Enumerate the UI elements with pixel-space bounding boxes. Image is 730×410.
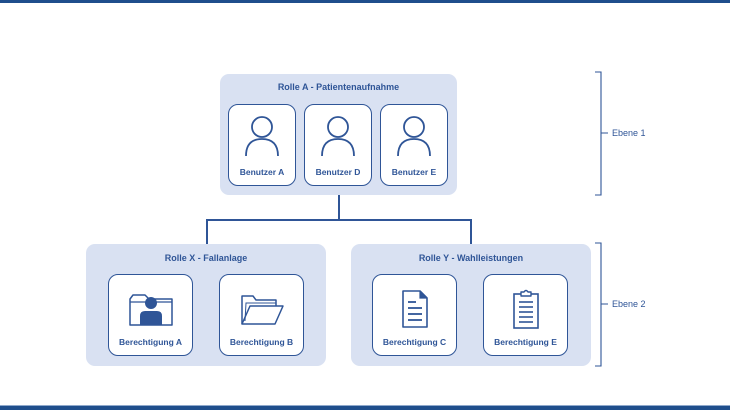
connector-line <box>470 219 472 244</box>
connector-line <box>206 219 208 244</box>
user-label: Benutzer A <box>239 167 285 177</box>
bottom-frame-highlight <box>0 405 730 406</box>
connector-line <box>206 219 471 221</box>
user-icon <box>245 116 279 157</box>
user-card: Benutzer E <box>380 104 448 186</box>
permission-card: Berechtigung B <box>219 274 304 356</box>
user-card: Benutzer A <box>228 104 296 186</box>
level-1-bracket <box>595 71 608 196</box>
permission-label: Berechtigung E <box>494 337 557 347</box>
role-x-title: Rolle X - Fallanlage <box>164 253 248 263</box>
level-2-bracket <box>595 242 608 367</box>
connector-line <box>338 195 340 219</box>
document-icon <box>401 290 428 328</box>
level-1-label: Ebene 1 <box>612 128 646 138</box>
permission-card: Berechtigung C <box>372 274 457 356</box>
user-folder-icon <box>128 294 173 326</box>
user-label: Benutzer D <box>315 167 361 177</box>
level-2-label: Ebene 2 <box>612 299 646 309</box>
user-icon <box>397 116 431 157</box>
user-label: Benutzer E <box>391 167 437 177</box>
top-frame-bar <box>0 0 730 3</box>
permission-label: Berechtigung C <box>382 337 447 347</box>
clipboard-icon <box>512 289 539 329</box>
role-y-title: Rolle Y - Wahlleistungen <box>418 253 524 263</box>
role-a-title: Rolle A - Patientenaufnahme <box>277 82 400 92</box>
permission-card: Berechtigung E <box>483 274 568 356</box>
permission-label: Berechtigung A <box>119 337 182 347</box>
open-folder-icon <box>240 295 284 325</box>
permission-label: Berechtigung B <box>229 337 294 347</box>
user-card: Benutzer D <box>304 104 372 186</box>
permission-card: Berechtigung A <box>108 274 193 356</box>
bottom-frame-bar <box>0 406 730 410</box>
user-icon <box>321 116 355 157</box>
